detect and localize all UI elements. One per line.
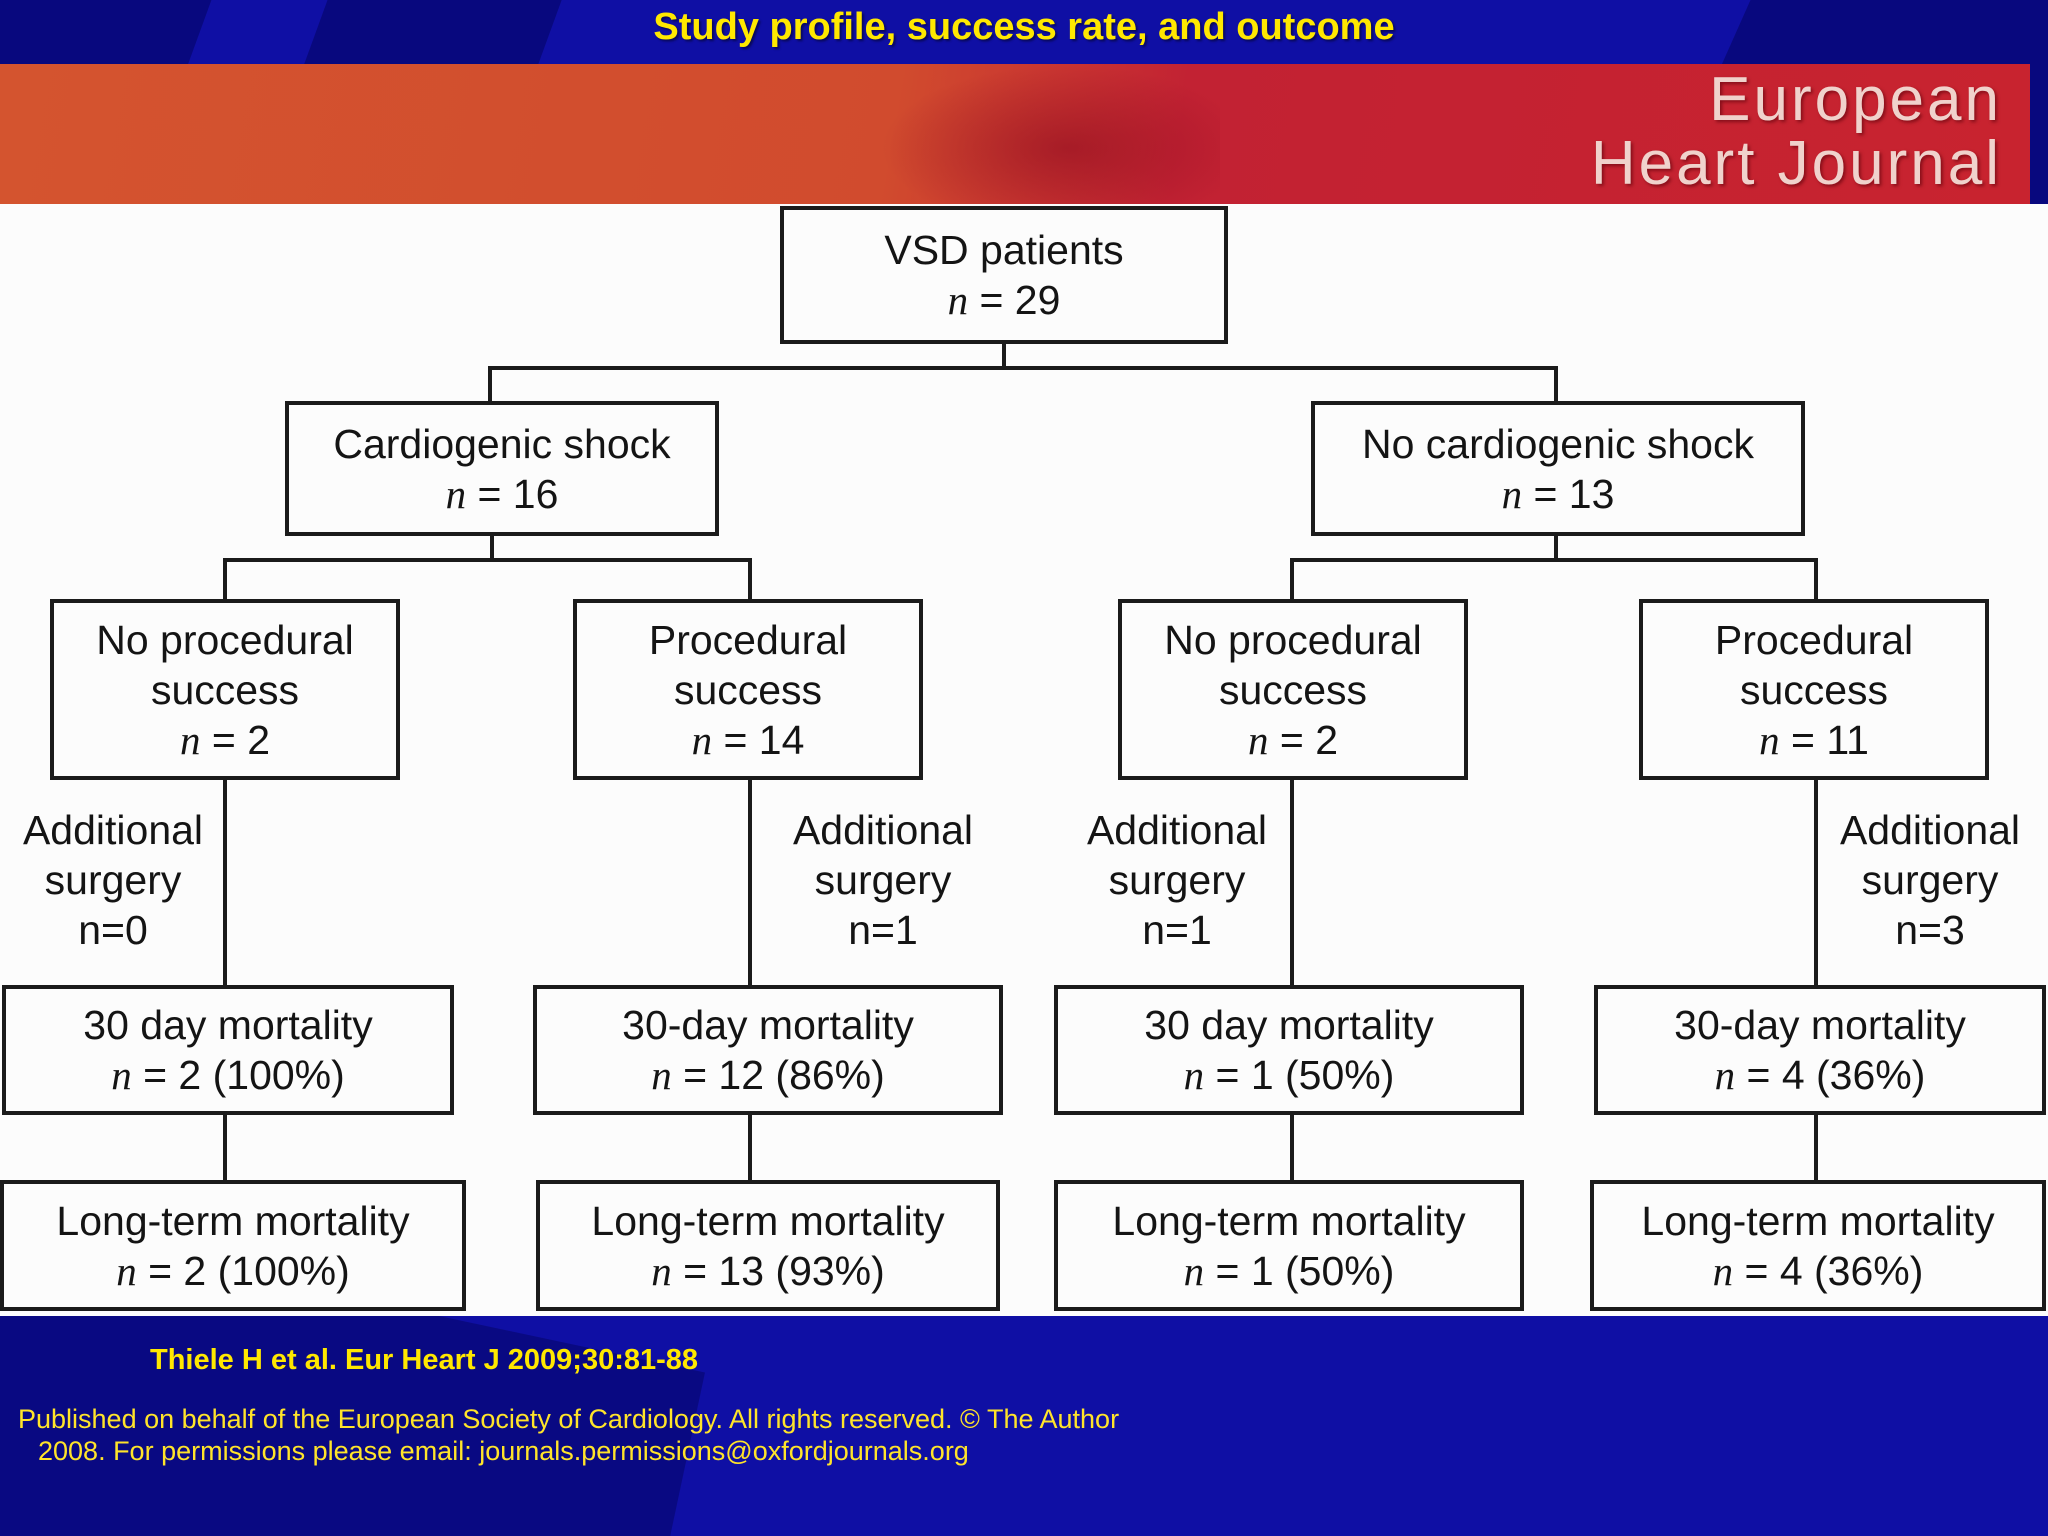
node-30day-mortality-1: 30 day mortality n = 2 (100%): [2, 985, 454, 1115]
connector: [1290, 1113, 1294, 1183]
node-label: success: [673, 666, 823, 713]
node-label: Procedural: [648, 616, 848, 663]
connector: [1290, 558, 1294, 602]
connector: [223, 558, 752, 562]
node-label: 30 day mortality: [1144, 1002, 1434, 1048]
node-no-cardiogenic-shock: No cardiogenic shock n = 13: [1311, 401, 1805, 536]
node-label: success: [150, 666, 300, 713]
connector: [1290, 778, 1294, 988]
connector: [223, 1113, 227, 1183]
node-label: success: [1218, 666, 1368, 713]
connector: [490, 534, 494, 562]
node-n-value: n = 4 (36%): [1714, 1052, 1926, 1098]
node-longterm-mortality-3: Long-term mortality n = 1 (50%): [1054, 1180, 1524, 1311]
node-30day-mortality-4: 30-day mortality n = 4 (36%): [1594, 985, 2046, 1115]
connector: [488, 366, 1558, 370]
citation: Thiele H et al. Eur Heart J 2009;30:81-8…: [150, 1344, 699, 1376]
node-label: No procedural: [96, 616, 354, 663]
node-label: 30-day mortality: [1674, 1002, 1966, 1048]
connector: [1554, 366, 1558, 404]
copyright-line-2: 2008. For permissions please email: jour…: [38, 1436, 969, 1466]
node-label: VSD patients: [884, 227, 1124, 273]
node-n-value: n = 29: [947, 277, 1061, 323]
node-n-value: n = 13 (93%): [651, 1247, 885, 1294]
copyright-line-1: Published on behalf of the European Soci…: [18, 1404, 1120, 1434]
node-ncs-procedural-success: Procedural success n = 11: [1639, 599, 1989, 780]
journal-logo-line1: European: [1709, 65, 2002, 134]
node-ncs-no-procedural-success: No procedural success n = 2: [1118, 599, 1468, 780]
connector: [1814, 558, 1818, 602]
node-cs-no-procedural-success: No procedural success n = 2: [50, 599, 400, 780]
node-label: Procedural: [1714, 616, 1914, 663]
connector: [223, 778, 227, 988]
connector: [748, 1113, 752, 1183]
connector: [488, 366, 492, 404]
node-n-value: n = 13: [1501, 470, 1615, 517]
slide-title: Study profile, success rate, and outcome: [653, 6, 1395, 48]
node-longterm-mortality-1: Long-term mortality n = 2 (100%): [0, 1180, 466, 1311]
node-30day-mortality-2: 30-day mortality n = 12 (86%): [533, 985, 1003, 1115]
node-n-value: n = 12 (86%): [651, 1052, 885, 1098]
node-longterm-mortality-4: Long-term mortality n = 4 (36%): [1590, 1180, 2046, 1311]
node-label: 30 day mortality: [83, 1002, 373, 1048]
node-label: Cardiogenic shock: [333, 420, 671, 467]
node-label: 30-day mortality: [622, 1002, 914, 1048]
node-n-value: n = 1 (50%): [1183, 1052, 1395, 1098]
node-n-value: n = 2: [1247, 716, 1339, 763]
node-cs-procedural-success: Procedural success n = 14: [573, 599, 923, 780]
connector: [223, 558, 227, 602]
node-label: Long-term mortality: [56, 1197, 410, 1244]
label-additional-surgery-1: Additional surgery n=0: [22, 807, 204, 953]
node-vsd-patients: VSD patients n = 29: [780, 206, 1228, 344]
node-label: success: [1739, 666, 1889, 713]
node-n-value: n = 14: [691, 716, 805, 763]
node-longterm-mortality-2: Long-term mortality n = 13 (93%): [536, 1180, 1000, 1311]
connector: [1290, 558, 1818, 562]
node-label: No procedural: [1164, 616, 1422, 663]
journal-logo: European Heart Journal: [1591, 68, 2002, 196]
node-n-value: n = 11: [1759, 716, 1869, 763]
connector: [1814, 1113, 1818, 1183]
node-label: Long-term mortality: [1641, 1197, 1995, 1244]
connector: [1002, 344, 1006, 370]
label-additional-surgery-3: Additional surgery n=1: [1086, 807, 1268, 953]
node-n-value: n = 2 (100%): [111, 1052, 345, 1098]
label-additional-surgery-2: Additional surgery n=1: [792, 807, 974, 953]
node-n-value: n = 2: [179, 716, 271, 763]
node-30day-mortality-3: 30 day mortality n = 1 (50%): [1054, 985, 1524, 1115]
node-n-value: n = 2 (100%): [116, 1247, 350, 1294]
node-n-value: n = 4 (36%): [1712, 1247, 1924, 1294]
node-label: Long-term mortality: [591, 1197, 945, 1244]
node-n-value: n = 1 (50%): [1183, 1247, 1395, 1294]
connector: [748, 558, 752, 602]
banner-shading: [880, 64, 1220, 204]
node-n-value: n = 16: [445, 470, 559, 517]
label-additional-surgery-4: Additional surgery n=3: [1839, 807, 2021, 953]
journal-logo-line2: Heart Journal: [1590, 129, 2002, 198]
node-cardiogenic-shock: Cardiogenic shock n = 16: [285, 401, 719, 536]
node-label: Long-term mortality: [1112, 1197, 1466, 1244]
journal-banner: European Heart Journal: [0, 64, 2030, 204]
connector: [748, 778, 752, 988]
node-label: No cardiogenic shock: [1362, 420, 1754, 467]
connector: [1554, 534, 1558, 562]
connector: [1814, 778, 1818, 988]
